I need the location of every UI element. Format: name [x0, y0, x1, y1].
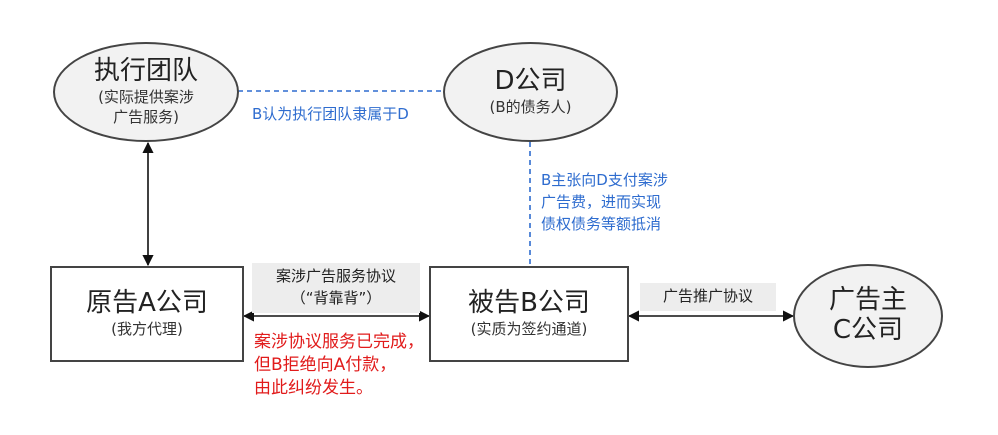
- node-execution-team-title: 执行团队: [93, 55, 198, 86]
- node-plaintiff-a-subtitle: (我方代理): [111, 319, 183, 338]
- node-company-d-subtitle: (B的债务人): [489, 97, 572, 116]
- node-company-d: D公司 (B的债务人): [443, 42, 618, 142]
- node-advertiser-c-title: 广告主 C公司: [828, 285, 907, 345]
- label-b-claims-payment-offset: B主张向D支付案涉 广告费，进而实现 债权债务等额抵消: [541, 171, 668, 233]
- node-defendant-b-subtitle: (实质为签约通道): [470, 319, 588, 338]
- node-plaintiff-a-title: 原告A公司: [86, 287, 208, 318]
- label-service-agreement: 案涉广告服务协议 （“背靠背”）: [252, 263, 420, 313]
- node-advertiser-c: 广告主 C公司: [793, 264, 943, 368]
- node-defendant-b: 被告B公司 (实质为签约通道): [429, 266, 629, 362]
- node-execution-team-subtitle: (实际提供案涉 广告服务): [98, 87, 194, 126]
- label-promotion-agreement: 广告推广协议: [640, 283, 776, 311]
- node-execution-team: 执行团队 (实际提供案涉 广告服务): [53, 42, 239, 142]
- node-defendant-b-title: 被告B公司: [468, 287, 590, 318]
- node-plaintiff-a: 原告A公司 (我方代理): [50, 266, 244, 362]
- label-dispute-note: 案涉协议服务已完成， 但B拒绝向A付款， 由此纠纷发生。: [254, 332, 424, 398]
- node-company-d-title: D公司: [494, 65, 567, 96]
- label-b-claims-team-belongs-to-d: B认为执行团队隶属于D: [252, 105, 409, 123]
